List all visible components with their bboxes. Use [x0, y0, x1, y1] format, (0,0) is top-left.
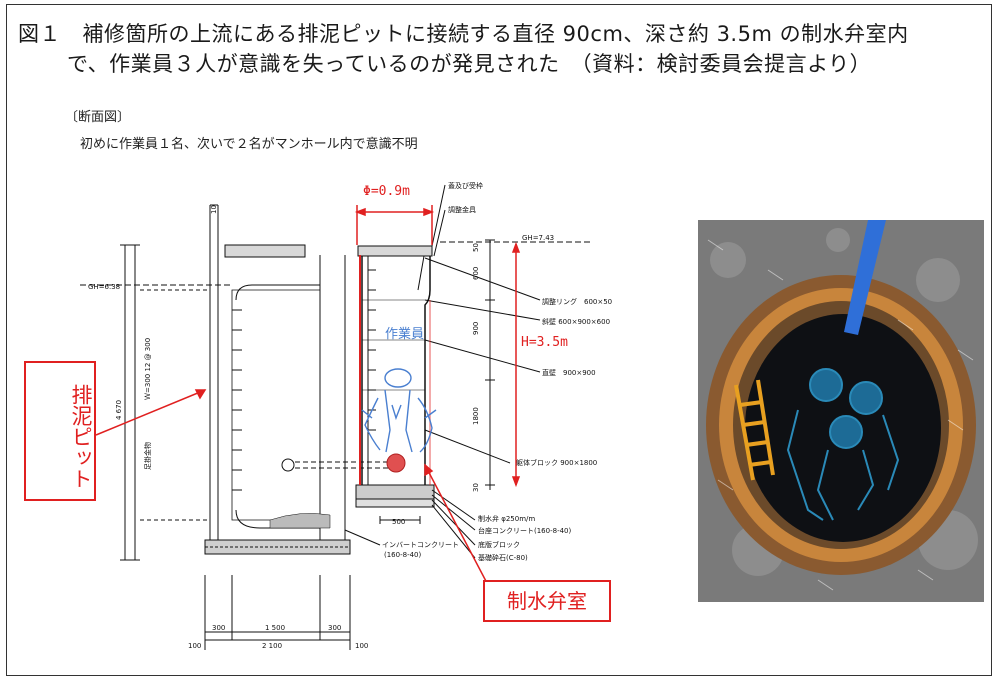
- dim-100b: 100: [355, 642, 368, 650]
- dim-side2: 足掛金物: [143, 442, 152, 470]
- label-slope: 斜壁 600×900×600: [542, 317, 610, 326]
- label-base-block: 躯体ブロック 900×1800: [516, 458, 597, 467]
- section-label: 〔断面図〕: [65, 110, 131, 125]
- dim-1800: 1800: [472, 407, 480, 425]
- label-adjust-metal: 調整金具: [448, 205, 476, 214]
- dim-900: 900: [472, 322, 480, 335]
- valve-room-callout-text: 制水弁室: [507, 589, 587, 613]
- label-ring: 調整リング 600×50: [542, 297, 612, 306]
- label-gh-right: GH=7.43: [522, 234, 554, 242]
- dim-side: Ｗ=300 12 @ 300: [144, 338, 152, 400]
- caption: 初めに作業員１名、次いで２名がマンホール内で意識不明: [80, 137, 418, 152]
- dim-300b: 300: [328, 624, 341, 632]
- dim-600: 600: [472, 267, 480, 280]
- dim-1500: 1 500: [265, 624, 285, 632]
- label-invert-spec: (160-8-40): [384, 551, 422, 559]
- label-gravel: 基礎砕石(C-80): [478, 553, 528, 562]
- label-base-concrete: 台座コンクリート(160-8-40): [478, 526, 572, 535]
- label-gh-left: GH=6.38: [88, 283, 120, 291]
- label-straight: 直壁 900×900: [542, 368, 596, 377]
- figure-title-line1: 図１ 補修箇所の上流にある排泥ピットに接続する直径 90cm、深さ約 3.5m …: [18, 22, 909, 46]
- dim-10: 10: [210, 205, 218, 214]
- pit-callout-text: 排泥ピット: [69, 383, 93, 489]
- height-label: H=3.5m: [521, 335, 568, 350]
- dim-4670: 4 670: [115, 400, 123, 420]
- dim-300a: 300: [212, 624, 225, 632]
- dim-100a: 100: [188, 642, 201, 650]
- pit-callout: 排泥ピット: [24, 361, 96, 501]
- manhole-photo: [698, 220, 984, 602]
- diameter-label: Φ=0.9m: [363, 184, 410, 199]
- photo-workers: [809, 368, 883, 449]
- figure-title-line2: で、作業員３人が意識を失っているのが発見された （資料：検討委員会提言より）: [67, 52, 872, 76]
- worker-sketch: [361, 368, 437, 453]
- dim-30: 30: [472, 483, 480, 492]
- dim-2100: 2 100: [262, 642, 282, 650]
- label-invert: インバートコンクリート: [382, 541, 459, 549]
- dim-500: 500: [392, 518, 405, 526]
- label-lid: 蓋及び受枠: [448, 181, 483, 190]
- worker-label: 作業員: [385, 326, 424, 342]
- valve-room-callout: 制水弁室: [483, 580, 611, 622]
- dim-50: 50: [472, 243, 480, 252]
- label-valve: 制水弁 φ250m/m: [478, 514, 535, 523]
- label-bottom-block: 底版ブロック: [478, 540, 520, 549]
